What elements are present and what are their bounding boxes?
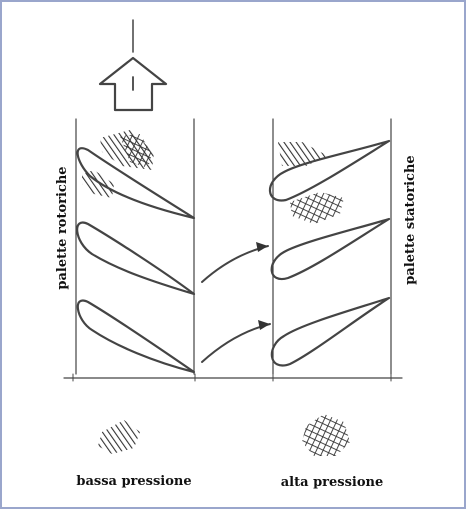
high-pressure-region xyxy=(120,134,152,168)
blade-guides xyxy=(63,118,403,382)
flow-direction-arrow xyxy=(201,320,271,363)
rotor-blade xyxy=(76,299,196,374)
rotor-blade xyxy=(76,147,196,220)
flow-direction-arrow xyxy=(201,242,269,283)
legend-high-pressure-swatch xyxy=(302,414,350,456)
stator-blade xyxy=(270,217,391,281)
legend-low-pressure-label: bassa pressione xyxy=(76,474,191,489)
legend-low-pressure-swatch xyxy=(98,420,140,454)
rotor-blade xyxy=(76,221,196,296)
stator-blade xyxy=(268,139,391,202)
stator-blade xyxy=(270,296,391,367)
stator-blades-label: palette statoriche xyxy=(403,155,418,284)
high-pressure-region xyxy=(290,192,344,224)
legend-high-pressure-label: alta pressione xyxy=(281,475,384,490)
rotor-blades-label: palette rotoriche xyxy=(55,166,70,289)
low-pressure-region xyxy=(278,142,328,166)
flow-arrow-icon xyxy=(98,19,168,112)
